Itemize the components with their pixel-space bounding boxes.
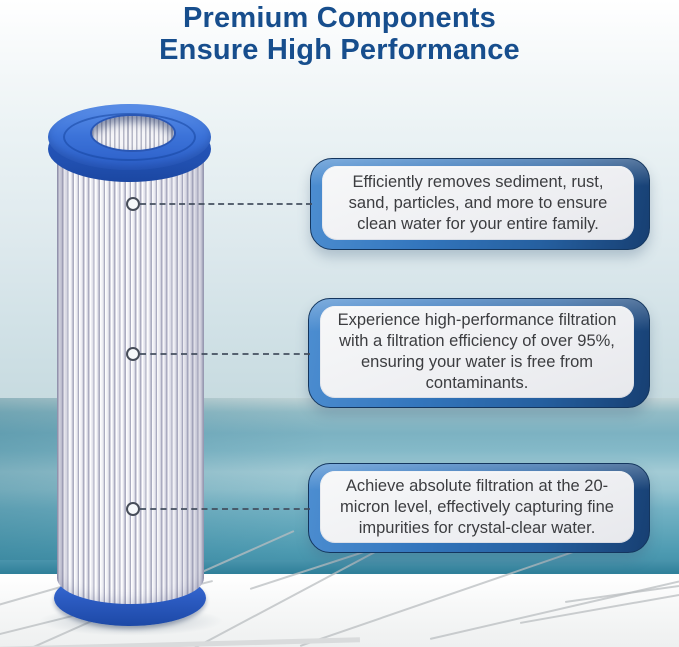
page-title: Premium Components Ensure High Performan…: [0, 2, 679, 66]
callout-text: Efficiently removes sediment, rust, sand…: [322, 166, 634, 240]
callout-text: Experience high-performance filtration w…: [320, 306, 634, 398]
filter-body-pleats: [57, 140, 204, 604]
page-title-line2: Ensure High Performance: [159, 34, 520, 66]
callout-text: Achieve absolute filtration at the 20-mi…: [320, 471, 634, 543]
callout-connector-dot-3: [126, 502, 140, 516]
callout-connector-line-1: [140, 203, 312, 205]
callout-connector-line-2: [140, 353, 310, 355]
callout-box-20-micron: Achieve absolute filtration at the 20-mi…: [308, 463, 650, 553]
callout-connector-dot-1: [126, 197, 140, 211]
filter-center-hole: [90, 114, 176, 152]
callout-box-filtration-efficiency: Experience high-performance filtration w…: [308, 298, 650, 408]
callout-box-sediment-removal: Efficiently removes sediment, rust, sand…: [310, 158, 650, 250]
callout-connector-dot-2: [126, 347, 140, 361]
page-title-line1: Premium Components: [183, 2, 496, 34]
callout-connector-line-3: [140, 508, 310, 510]
